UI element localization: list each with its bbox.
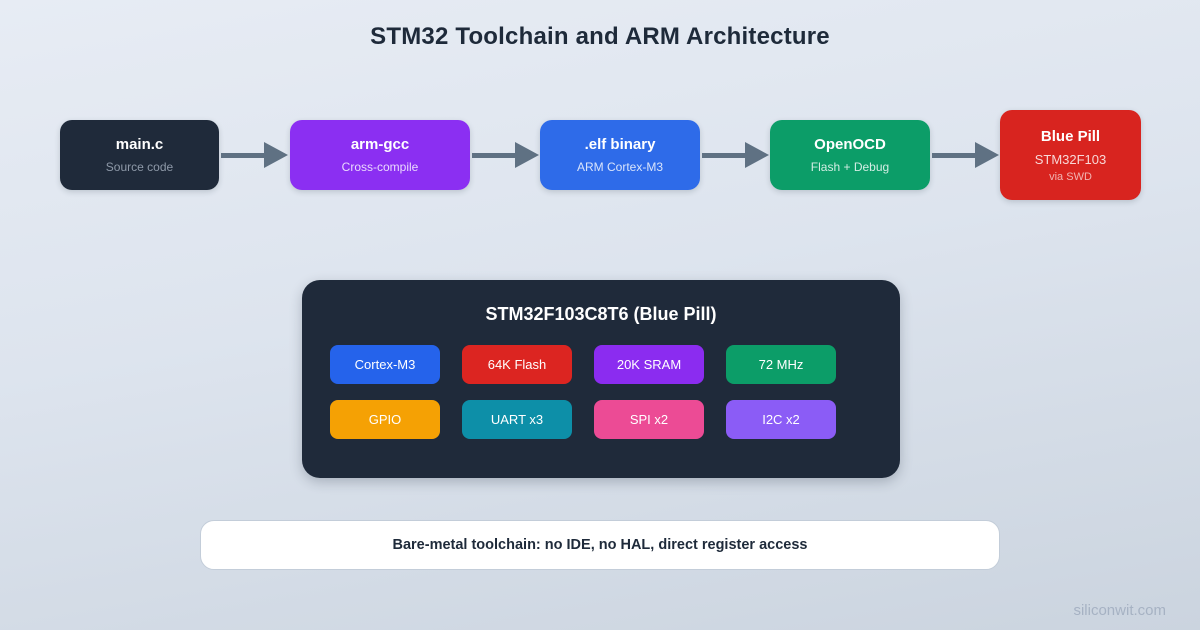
flow-node-subtitle: Flash + Debug — [810, 160, 890, 174]
flow-node-subtitle: Source code — [105, 160, 174, 174]
flow-node-title: .elf binary — [584, 136, 656, 153]
arrow-shaft — [932, 152, 979, 158]
arrow-head — [264, 142, 288, 168]
bottom-note-box: Bare-metal toolchain: no IDE, no HAL, di… — [200, 520, 1000, 570]
flow-node-title: arm-gcc — [350, 136, 410, 153]
page-title: STM32 Toolchain and ARM Architecture — [370, 23, 830, 50]
flow-node-elf-binary: .elf binary ARM Cortex-M3 — [540, 120, 700, 190]
flow-node-arm-gcc: arm-gcc Cross-compile — [290, 120, 470, 190]
arrow-right-icon — [702, 142, 769, 168]
flow-node-title: OpenOCD — [814, 136, 886, 153]
flow-node-openocd: OpenOCD Flash + Debug — [770, 120, 930, 190]
chip-72-mhz: 72 MHz — [726, 345, 836, 384]
flow-node-title: main.c — [115, 136, 164, 153]
mcu-chip-row: Cortex-M3 64K Flash 20K SRAM 72 MHz — [330, 345, 836, 384]
arrow-head — [745, 142, 769, 168]
chip-i2c-x2: I2C x2 — [726, 400, 836, 439]
mcu-panel: STM32F103C8T6 (Blue Pill) Cortex-M3 64K … — [302, 280, 900, 478]
mcu-chip-row: GPIO UART x3 SPI x2 I2C x2 — [330, 400, 836, 439]
flow-node-main-c: main.c Source code — [60, 120, 219, 190]
watermark: siliconwit.com — [1073, 602, 1166, 619]
chip-cortex-m3: Cortex-M3 — [330, 345, 440, 384]
mcu-panel-title: STM32F103C8T6 (Blue Pill) — [485, 304, 717, 324]
arrow-shaft — [472, 152, 519, 158]
flow-node-subtitle: STM32F103 — [1034, 151, 1107, 167]
flow-node-subtitle-2: via SWD — [1049, 170, 1092, 183]
arrow-head — [515, 142, 539, 168]
flow-node-subtitle: ARM Cortex-M3 — [576, 160, 663, 174]
bottom-note-text: Bare-metal toolchain: no IDE, no HAL, di… — [392, 537, 808, 553]
arrow-right-icon — [932, 142, 999, 168]
arrow-right-icon — [472, 142, 539, 168]
arrow-head — [975, 142, 999, 168]
flow-node-subtitle: Cross-compile — [341, 160, 419, 174]
arrow-shaft — [702, 152, 749, 158]
chip-gpio: GPIO — [330, 400, 440, 439]
chip-spi-x2: SPI x2 — [594, 400, 704, 439]
arrow-shaft — [221, 152, 268, 158]
chip-uart-x3: UART x3 — [462, 400, 572, 439]
flow-node-blue-pill: Blue Pill STM32F103 via SWD — [1000, 110, 1141, 200]
flow-node-title: Blue Pill — [1040, 127, 1101, 145]
chip-64k-flash: 64K Flash — [462, 345, 572, 384]
arrow-right-icon — [221, 142, 288, 168]
chip-20k-sram: 20K SRAM — [594, 345, 704, 384]
